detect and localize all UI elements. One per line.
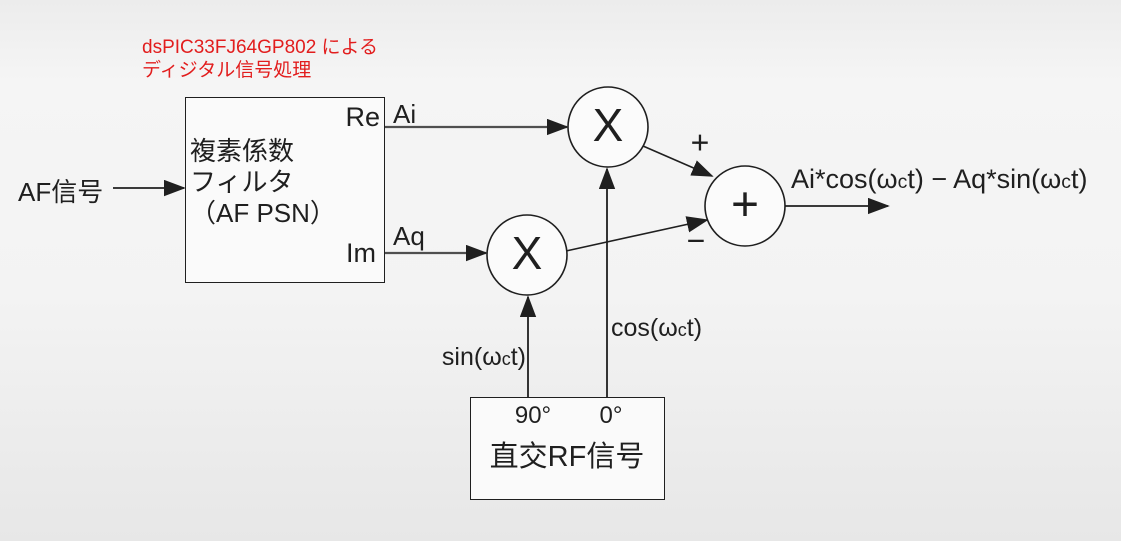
multiplier-bottom-to-adder-arrow [565, 216, 709, 252]
sin-signal-label: sin(ωct) [442, 343, 526, 372]
dsp-caption-line1: dsPIC33FJ64GP802 による [142, 37, 378, 58]
adder-symbol: + [730, 178, 760, 232]
port-re-label: Re [345, 102, 380, 132]
af-input-label: AF信号 [18, 177, 104, 207]
port-im-label: Im [346, 238, 376, 268]
output-formula-part1: Ai*cos(ω [791, 164, 898, 194]
adder-plus-sign: + [690, 124, 710, 161]
sin-label-sub-c: c [501, 349, 511, 369]
output-formula-sub-c2: c [1061, 171, 1071, 193]
complex-filter-label-line3: （AF PSN） [190, 198, 336, 228]
cos-label-sub-c: c [677, 320, 687, 340]
rf-0deg-label: 0° [599, 402, 623, 429]
output-formula: Ai*cos(ωct) − Aq*sin(ωct) [791, 164, 1087, 195]
sin-label-head: sin(ω [441, 343, 502, 371]
sin-label-tail: t) [510, 343, 526, 371]
complex-filter-block [185, 97, 385, 283]
output-formula-part3: t) [1070, 164, 1088, 194]
rf-90deg-label: 90° [514, 402, 552, 429]
complex-filter-label: 複素係数 フィルタ （AF PSN） [190, 136, 336, 229]
ai-wire-label: Ai [393, 99, 417, 129]
multiplier-bottom-circle [486, 214, 568, 296]
output-formula-part2: t) − Aq*sin(ω [907, 164, 1062, 194]
cos-label-head: cos(ω [611, 314, 678, 342]
multiplier-top-circle [567, 86, 649, 168]
adder-minus-sign: − [686, 222, 706, 259]
multiplier-top-to-adder-arrow [642, 145, 714, 177]
adder-circle [704, 165, 786, 247]
quadrature-rf-label: 直交RF信号 [489, 441, 645, 473]
quadrature-rf-block [470, 397, 665, 500]
multiplier-top-symbol: X [592, 98, 624, 151]
cos-signal-label: cos(ωct) [611, 314, 702, 343]
aq-wire-label: Aq [393, 221, 425, 251]
complex-filter-label-line1: 複素係数 [190, 136, 295, 166]
complex-filter-label-line2: フィルタ [190, 167, 294, 197]
dsp-caption: dsPIC33FJ64GP802 による ディジタル信号処理 [142, 36, 378, 82]
cos-label-tail: t) [686, 314, 703, 342]
dsp-caption-line2: ディジタル信号処理 [142, 60, 312, 81]
multiplier-bottom-symbol: X [511, 226, 543, 279]
output-formula-sub-c1: c [897, 171, 908, 193]
